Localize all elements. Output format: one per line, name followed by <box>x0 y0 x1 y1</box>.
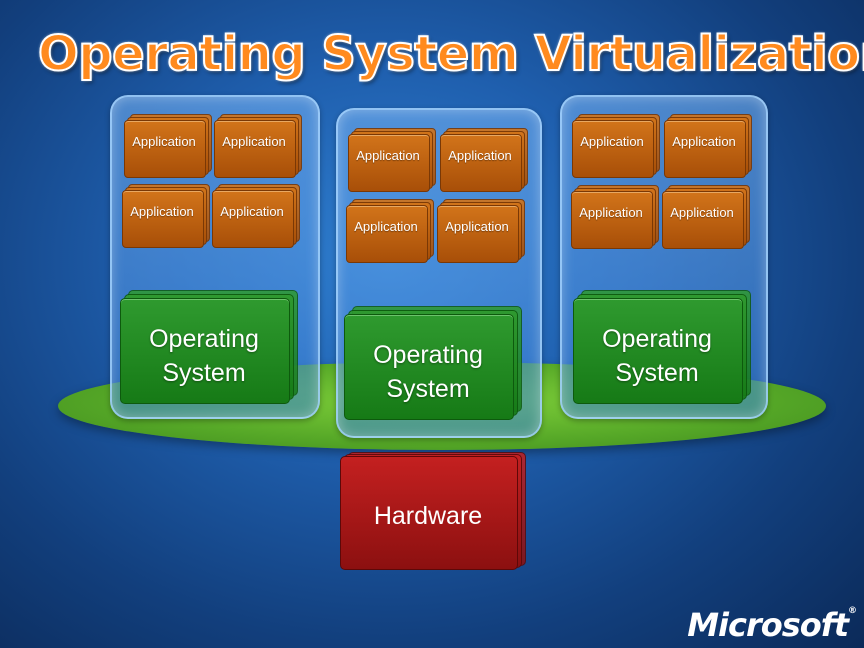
application-label: Application <box>670 205 734 220</box>
application-label: Application <box>580 134 644 149</box>
application-label: Application <box>356 148 420 163</box>
application-label: Application <box>220 204 284 219</box>
application-label: Application <box>222 134 286 149</box>
application-box: Application <box>214 114 302 180</box>
application-box: Application <box>212 184 300 250</box>
application-box: Application <box>346 199 434 265</box>
application-label: Application <box>445 219 509 234</box>
application-box: Application <box>662 185 750 251</box>
application-box: Application <box>664 114 752 180</box>
slide-title: Operating System Virtualization <box>37 25 864 83</box>
application-box: Application <box>571 185 659 251</box>
application-label: Application <box>579 205 643 220</box>
application-box: Application <box>440 128 528 194</box>
application-box: Application <box>348 128 436 194</box>
application-label: Application <box>672 134 736 149</box>
application-label: Application <box>448 148 512 163</box>
application-label: Application <box>130 204 194 219</box>
application-label: Application <box>132 134 196 149</box>
application-label: Application <box>354 219 418 234</box>
application-box: Application <box>122 184 210 250</box>
hardware-label: Hardware <box>373 502 483 530</box>
microsoft-logo: Microsoft® <box>687 606 857 644</box>
application-box: Application <box>572 114 660 180</box>
hardware-box: Hardware <box>340 452 526 572</box>
application-box: Application <box>437 199 525 265</box>
application-box: Application <box>124 114 212 180</box>
